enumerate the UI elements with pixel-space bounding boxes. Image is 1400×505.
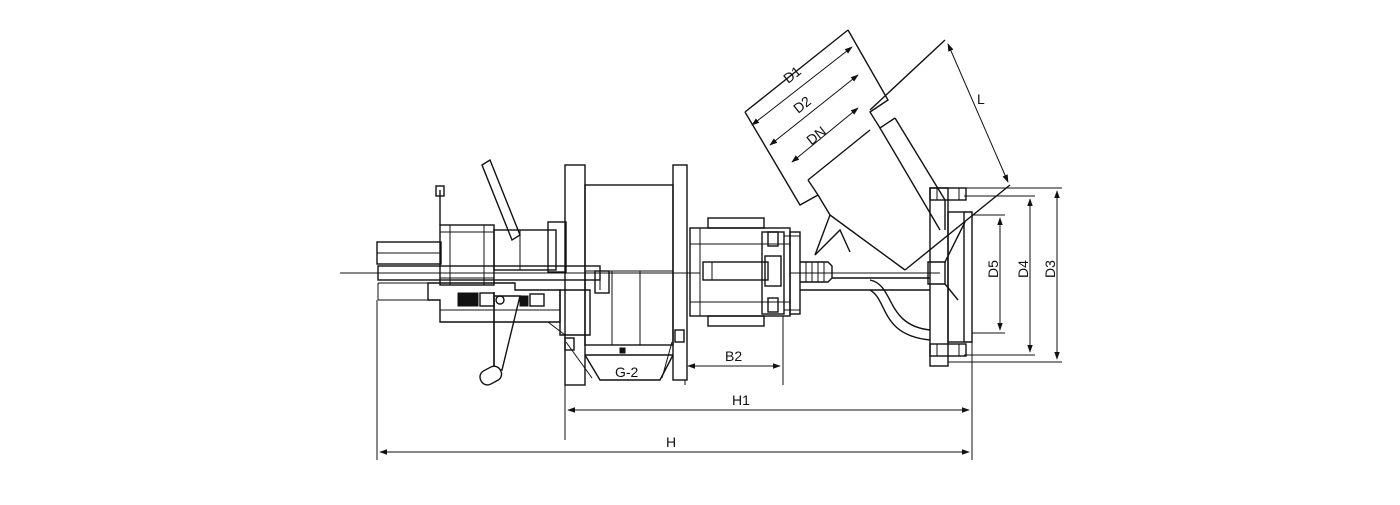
dimensions [376,43,1062,460]
dim-l [947,43,1009,183]
bonnet-diagonal-bottom [904,184,1011,271]
handwheel-lower [493,295,521,371]
label-dn: DN [803,123,829,148]
handwheel-upper [481,158,521,242]
body-lower-curve [869,279,931,331]
threaded-stud [800,261,833,283]
gear-block-a [457,292,479,307]
g2-drain [584,354,674,381]
bearing-housing [493,229,557,271]
label-d1: D1 [780,63,804,87]
handwheel-knob [479,365,503,386]
bonnet-diagonal-top [869,39,946,111]
labels: D1 D2 DN L D5 D4 D3 B2 G-2 H1 H [615,63,1058,450]
inlet-flange-left [744,111,820,206]
valve-body [744,29,1011,367]
bonnet-right-flange [672,164,688,381]
outlet-bolt-bottom [929,343,967,357]
label-d5: D5 [985,260,1001,278]
inlet-flange-right [847,29,896,129]
bonnet-body [584,184,674,346]
gear-block-b [519,295,529,307]
bonnet-left-flange [564,164,586,386]
gland [559,289,591,336]
label-h1: H1 [732,392,750,408]
yoke-frame [689,227,791,317]
label-b2: B2 [725,348,742,364]
label-d4: D4 [1015,260,1031,278]
dim-dn [791,107,859,163]
label-d3: D3 [1042,260,1058,278]
actuator-assembly [340,158,700,386]
label-l: L [977,91,985,107]
label-h: H [666,434,676,450]
yoke-stem [702,261,769,281]
label-g2: G-2 [615,364,639,380]
yoke-assembly [689,217,940,327]
gear-housing [439,224,495,286]
bonnet-assembly [564,164,688,386]
